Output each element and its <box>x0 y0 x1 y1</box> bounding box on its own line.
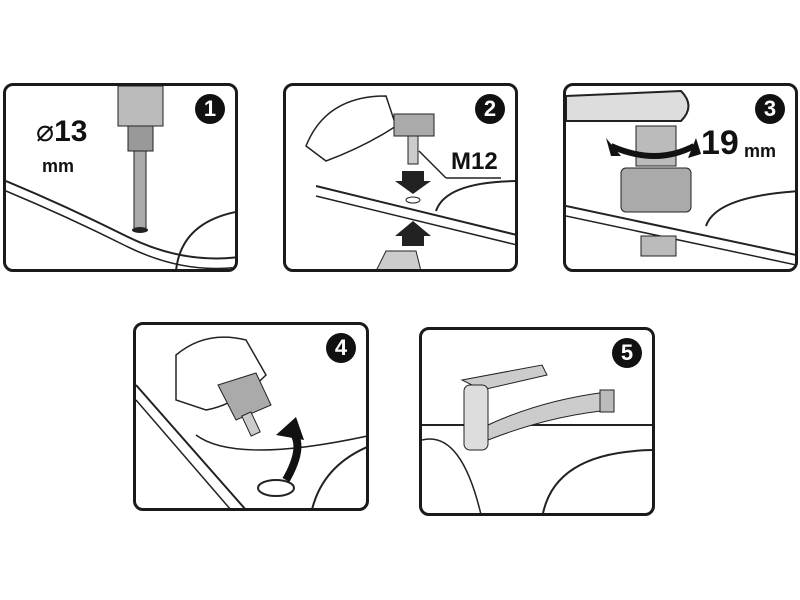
step-number-badge: 3 <box>755 94 785 124</box>
wrench-size-unit: mm <box>744 141 777 161</box>
thread-size-label: M12 <box>451 148 498 175</box>
bolt-insert-illustration <box>305 95 515 269</box>
step-5-panel: 5 <box>419 327 655 516</box>
diameter-value: 13 <box>54 115 88 148</box>
step-2-panel: 2 M12 <box>283 83 518 272</box>
step-number-badge: 5 <box>612 338 642 368</box>
step-1-panel: 1 ⌀13 mm <box>3 83 238 272</box>
drill-illustration <box>6 86 235 269</box>
step-number-badge: 2 <box>475 94 505 124</box>
diameter-symbol: ⌀ <box>36 115 55 148</box>
step-3-panel: 3 19 mm <box>563 83 798 272</box>
diameter-unit: mm <box>42 156 75 176</box>
wrench-size-value: 19 <box>701 124 739 162</box>
step-4-panel: 4 <box>133 322 369 511</box>
installed-faucet-illustration <box>422 364 652 513</box>
wrench-tighten-illustration <box>566 89 795 266</box>
nut-fasten-illustration <box>136 336 366 508</box>
step-number-badge: 4 <box>326 333 356 363</box>
drill-diameter-label: ⌀13 <box>36 114 87 149</box>
step-number-badge: 1 <box>195 94 225 124</box>
